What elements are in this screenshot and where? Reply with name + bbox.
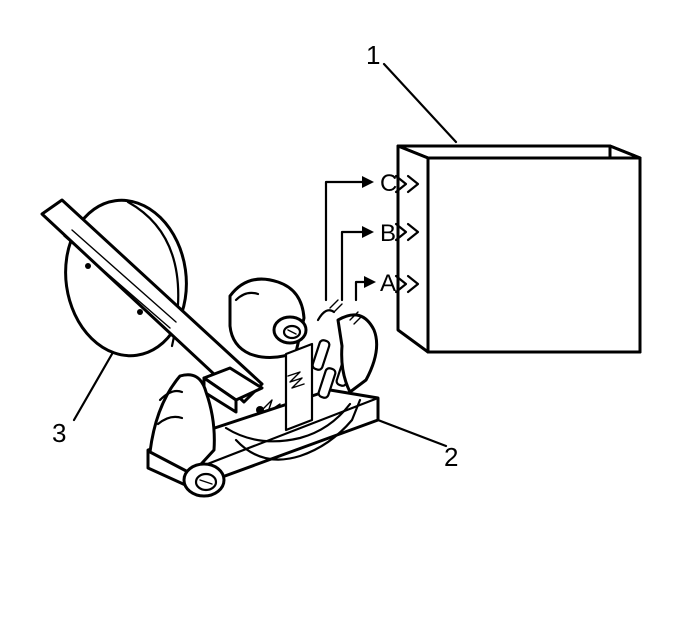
callout-leaders xyxy=(72,62,458,448)
terminal-labels: C B A xyxy=(380,170,408,297)
float-assembly xyxy=(40,198,289,419)
callout-2: 2 xyxy=(444,442,458,472)
terminal-b-arrow-icon xyxy=(394,222,408,242)
callout-1: 1 xyxy=(366,40,380,70)
callout-1-leader xyxy=(382,62,458,144)
terminal-b-label: B xyxy=(380,220,396,247)
callout-3-leader xyxy=(72,352,114,422)
terminal-a-arrow-icon xyxy=(394,274,408,294)
callout-3: 3 xyxy=(52,418,66,448)
terminal-c-label: C xyxy=(380,170,397,197)
control-module-box xyxy=(396,144,642,354)
terminal-c-arrow-icon xyxy=(394,174,408,194)
callout-2-leader xyxy=(376,418,448,448)
circuit-wires xyxy=(324,176,376,302)
terminal-a-label: A xyxy=(380,270,396,297)
